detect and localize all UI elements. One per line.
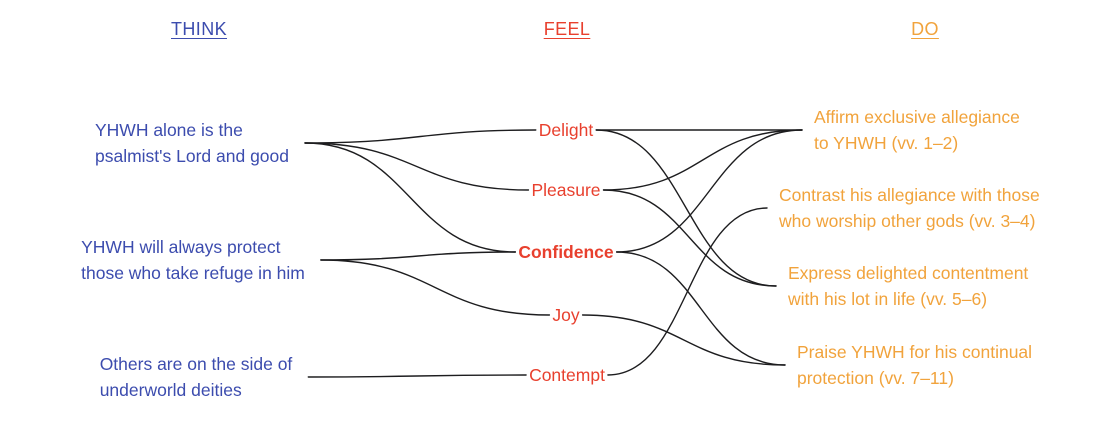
think-node-1: YHWH alone is the psalmist's Lord and go… xyxy=(95,117,289,169)
feel-node-pleasure: Pleasure xyxy=(531,180,601,200)
feel-node-confidence: Confidence xyxy=(518,242,614,262)
feel-node-joy: Joy xyxy=(552,305,580,325)
do-node-2-line-2: who worship other gods (vv. 3–4) xyxy=(779,211,1036,231)
edge-confidence-d4 xyxy=(615,251,786,366)
edge-delight-d3 xyxy=(595,129,777,287)
do-node-1-line-2: to YHWH (vv. 1–2) xyxy=(814,133,959,153)
edge-t2-confidence xyxy=(320,251,517,261)
edge-pleasure-d3 xyxy=(602,189,777,287)
feel-node-delight: Delight xyxy=(538,120,594,140)
do-node-4: Praise YHWH for his continual protection… xyxy=(797,339,1032,391)
think-node-1-line-2: psalmist's Lord and good xyxy=(94,146,290,166)
think-node-2-line-1: YHWH will always protect xyxy=(81,237,281,257)
think-node-3-line-1: Others are on the side of xyxy=(99,354,293,374)
edge-t1-delight xyxy=(304,129,537,144)
do-node-2-line-1: Contrast his allegiance with those xyxy=(779,185,1040,205)
column-header-feel: FEEL xyxy=(543,19,591,39)
column-header-do: DO xyxy=(911,19,939,39)
edge-confidence-d1 xyxy=(615,129,803,253)
do-node-4-line-2: protection (vv. 7–11) xyxy=(797,368,954,388)
edge-t1-confidence xyxy=(304,142,517,253)
edge-pleasure-d1 xyxy=(602,129,803,191)
think-node-3: Others are on the side of underworld dei… xyxy=(100,351,293,403)
edge-t2-joy xyxy=(320,259,551,316)
think-node-1-line-1: YHWH alone is the xyxy=(94,120,243,140)
column-header-think: THINK xyxy=(171,19,227,39)
think-node-3-line-2: underworld deities xyxy=(99,380,242,400)
do-node-2: Contrast his allegiance with those who w… xyxy=(779,182,1040,234)
do-node-1-line-1: Affirm exclusive allegiance xyxy=(814,107,1020,127)
do-node-3-line-2: with his lot in life (vv. 5–6) xyxy=(788,289,988,309)
do-node-1: Affirm exclusive allegiance to YHWH (vv.… xyxy=(814,104,1020,156)
do-node-3: Express delighted contentment with his l… xyxy=(788,260,1028,312)
do-node-3-line-1: Express delighted contentment xyxy=(788,263,1029,283)
edge-t1-pleasure xyxy=(304,142,530,191)
edge-joy-d4 xyxy=(581,314,786,366)
feel-node-contempt: Contempt xyxy=(529,365,605,385)
edge-t3-contempt xyxy=(307,374,527,378)
think-node-2-line-2: those who take refuge in him xyxy=(81,263,305,283)
think-node-2: YHWH will always protect those who take … xyxy=(81,234,305,286)
do-node-4-line-1: Praise YHWH for his continual xyxy=(797,342,1033,362)
